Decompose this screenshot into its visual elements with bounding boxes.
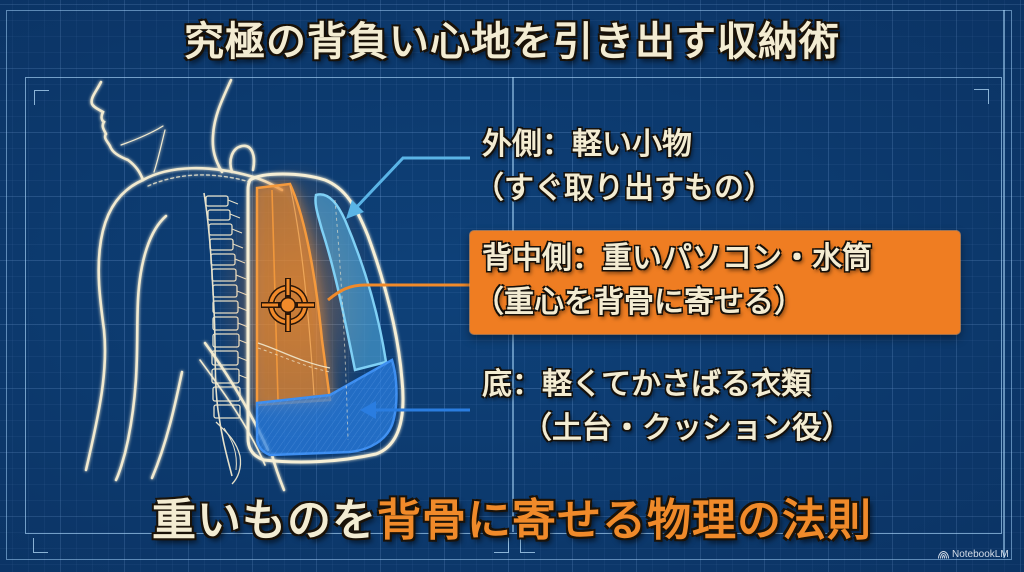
frame-corner-mark <box>34 90 49 105</box>
leader-back-line <box>327 283 470 302</box>
back-side-callout-box: 背中側：重いパソコン・水筒 （重心を背骨に寄せる） <box>470 231 960 334</box>
frame-corner-mark <box>520 538 535 553</box>
outer-pocket-label-note: （すぐ取り出すもの） <box>474 171 774 206</box>
frame-corner-mark <box>494 538 509 553</box>
bottom-headline-part2: 背骨に寄せる物理の法則 <box>377 495 872 546</box>
bottom-pocket-label-note: （土台・クッション役） <box>522 411 852 446</box>
leader-bottom-arrow <box>360 401 470 419</box>
bottom-pocket-label: 底：軽くてかさばる衣類 （土台・クッション役） <box>482 363 852 451</box>
frame-rail-right <box>1003 10 1005 558</box>
frame-corner-mark <box>974 89 989 104</box>
notebooklm-logo-icon <box>938 550 949 559</box>
bottom-headline: 重いものを背骨に寄せる物理の法則 <box>0 494 1024 548</box>
bottom-pocket-label-title: 底：軽くてかさばる衣類 <box>482 367 812 402</box>
watermark-text: NotebookLM <box>952 549 1009 560</box>
outer-frame <box>6 10 1012 560</box>
notebooklm-watermark: NotebookLM <box>938 549 1009 560</box>
frame-corner-mark <box>33 538 48 553</box>
inner-frame <box>25 77 1002 534</box>
backpack-outline <box>246 172 405 464</box>
outer-zone <box>314 193 388 372</box>
outer-pocket-label-title: 外側：軽い小物 <box>482 127 692 162</box>
outer-pocket-label: 外側：軽い小物 （すぐ取り出すもの） <box>474 123 774 211</box>
back-side-label: 背中側：重いパソコン・水筒 （重心を背骨に寄せる） <box>474 237 872 325</box>
leader-outer-arrow <box>346 156 470 219</box>
bottom-headline-part1: 重いものを <box>152 495 377 546</box>
page-title: 究極の背負い心地を引き出す収納術 <box>184 19 840 65</box>
backpack <box>215 160 405 464</box>
back-side-label-title: 背中側：重いパソコン・水筒 <box>482 241 872 276</box>
back-side-label-note: （重心を背骨に寄せる） <box>474 285 804 320</box>
crosshair-target-icon <box>261 278 315 332</box>
